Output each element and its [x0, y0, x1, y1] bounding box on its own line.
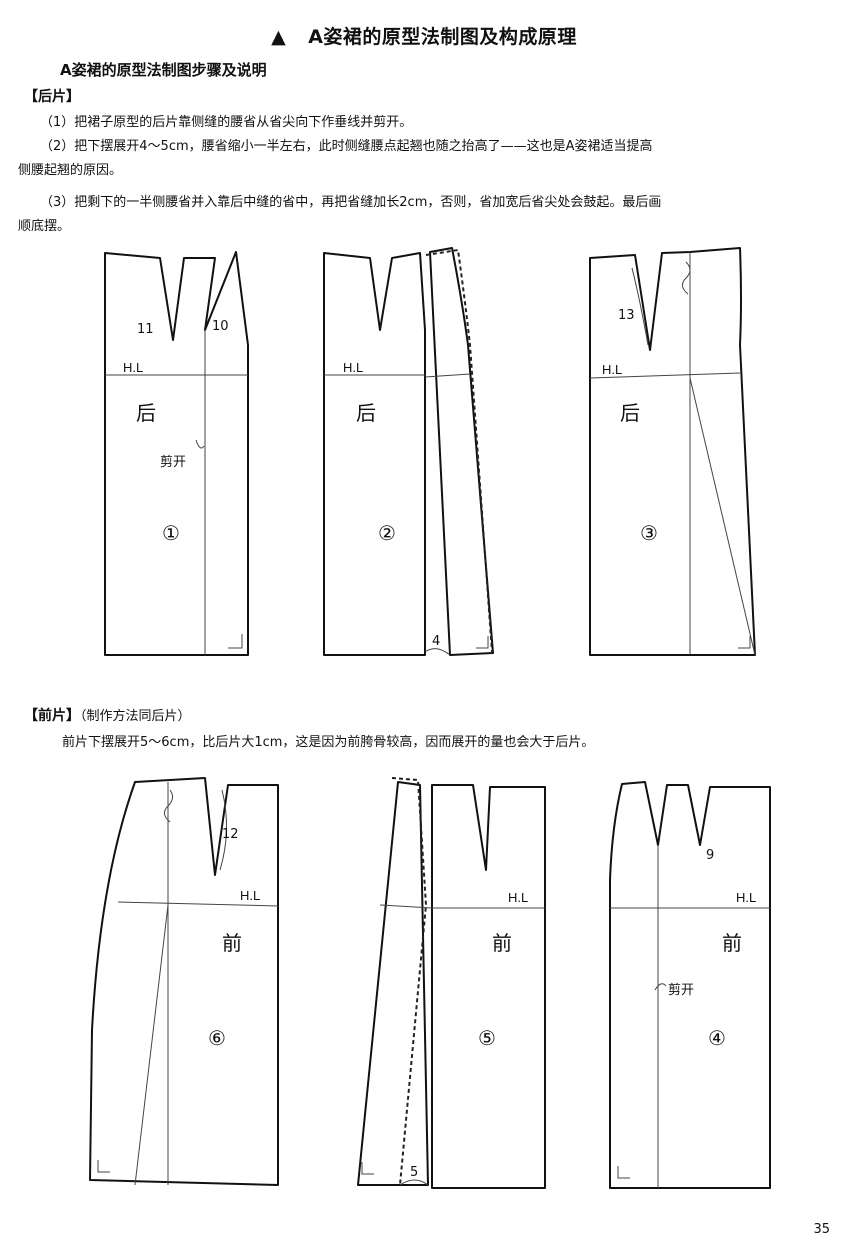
- front-section-label: 【前片】: [24, 708, 80, 724]
- back-step-1: （1）把裙子原型的后片靠侧缝的腰省从省尖向下作垂线并剪开。: [40, 115, 413, 130]
- diagram-front-6: H.L 12 前 ⑥: [89, 777, 279, 1186]
- cut-label: 剪开: [668, 982, 694, 998]
- diagram-back-1: H.L 11 10 后 剪开 ①: [104, 251, 249, 656]
- hip-line-label: H.L: [508, 890, 528, 905]
- back-piece-label: 后: [356, 401, 376, 425]
- front-piece-label: 前: [222, 931, 242, 955]
- step-number-6: ⑥: [208, 1026, 226, 1050]
- dart-length-11: 11: [137, 322, 154, 337]
- hip-line-label: H.L: [602, 362, 622, 377]
- step-number-2: ②: [378, 521, 396, 545]
- diagram-front-4: H.L 9 前 剪开 ④: [609, 781, 771, 1189]
- hip-line-label: H.L: [123, 360, 143, 375]
- page-number: 35: [813, 1222, 830, 1237]
- hip-line-label: H.L: [736, 890, 756, 905]
- diagram-front-5: H.L 前 ⑤ 5: [357, 777, 546, 1189]
- front-section-heading: 【前片】（制作方法同后片）: [24, 705, 191, 725]
- dart-length-12: 12: [222, 827, 239, 842]
- front-piece-label: 前: [492, 931, 512, 955]
- page-title-text: A姿裙的原型法制图及构成原理: [308, 26, 577, 48]
- step-number-4: ④: [708, 1026, 726, 1050]
- subtitle: A姿裙的原型法制图步骤及说明: [60, 61, 267, 79]
- hip-line-label: H.L: [240, 888, 260, 903]
- back-step-3-cont: 顺底摆。: [18, 219, 71, 234]
- triangle-icon: ▲: [271, 26, 287, 48]
- back-section-heading: 【后片】: [24, 89, 80, 105]
- back-step-2-cont: 侧腰起翘的原因。: [18, 163, 123, 178]
- back-piece-label: 后: [620, 401, 640, 425]
- page-title: ▲ A姿裙的原型法制图及构成原理: [0, 22, 848, 49]
- hem-spread-4: 4: [432, 634, 440, 649]
- hem-spread-5: 5: [410, 1165, 418, 1180]
- dart-length-13: 13: [618, 308, 635, 323]
- front-description: 前片下摆展开5～6cm，比后片大1cm，这是因为前胯骨较高，因而展开的量也会大于…: [62, 735, 595, 750]
- step-number-3: ③: [640, 521, 658, 545]
- dart-length-9: 9: [706, 848, 714, 863]
- back-step-3: （3）把剩下的一半侧腰省并入靠后中缝的省中，再把省缝加长2cm，否则，省加宽后省…: [40, 195, 662, 210]
- step-number-5: ⑤: [478, 1026, 496, 1050]
- dart-length-10: 10: [212, 319, 229, 334]
- hip-line-label: H.L: [343, 360, 363, 375]
- diagram-back-2: H.L 后 ② 4: [323, 247, 494, 656]
- front-piece-label: 前: [722, 931, 742, 955]
- diagram-back-3: H.L 13 后 ③: [589, 247, 756, 656]
- cut-label: 剪开: [160, 454, 186, 470]
- front-section-note: （制作方法同后片）: [80, 709, 191, 724]
- step-number-1: ①: [162, 521, 180, 545]
- back-piece-label: 后: [136, 401, 156, 425]
- back-step-2: （2）把下摆展开4～5cm，腰省缩小一半左右，此时侧缝腰点起翘也随之抬高了——这…: [40, 139, 653, 154]
